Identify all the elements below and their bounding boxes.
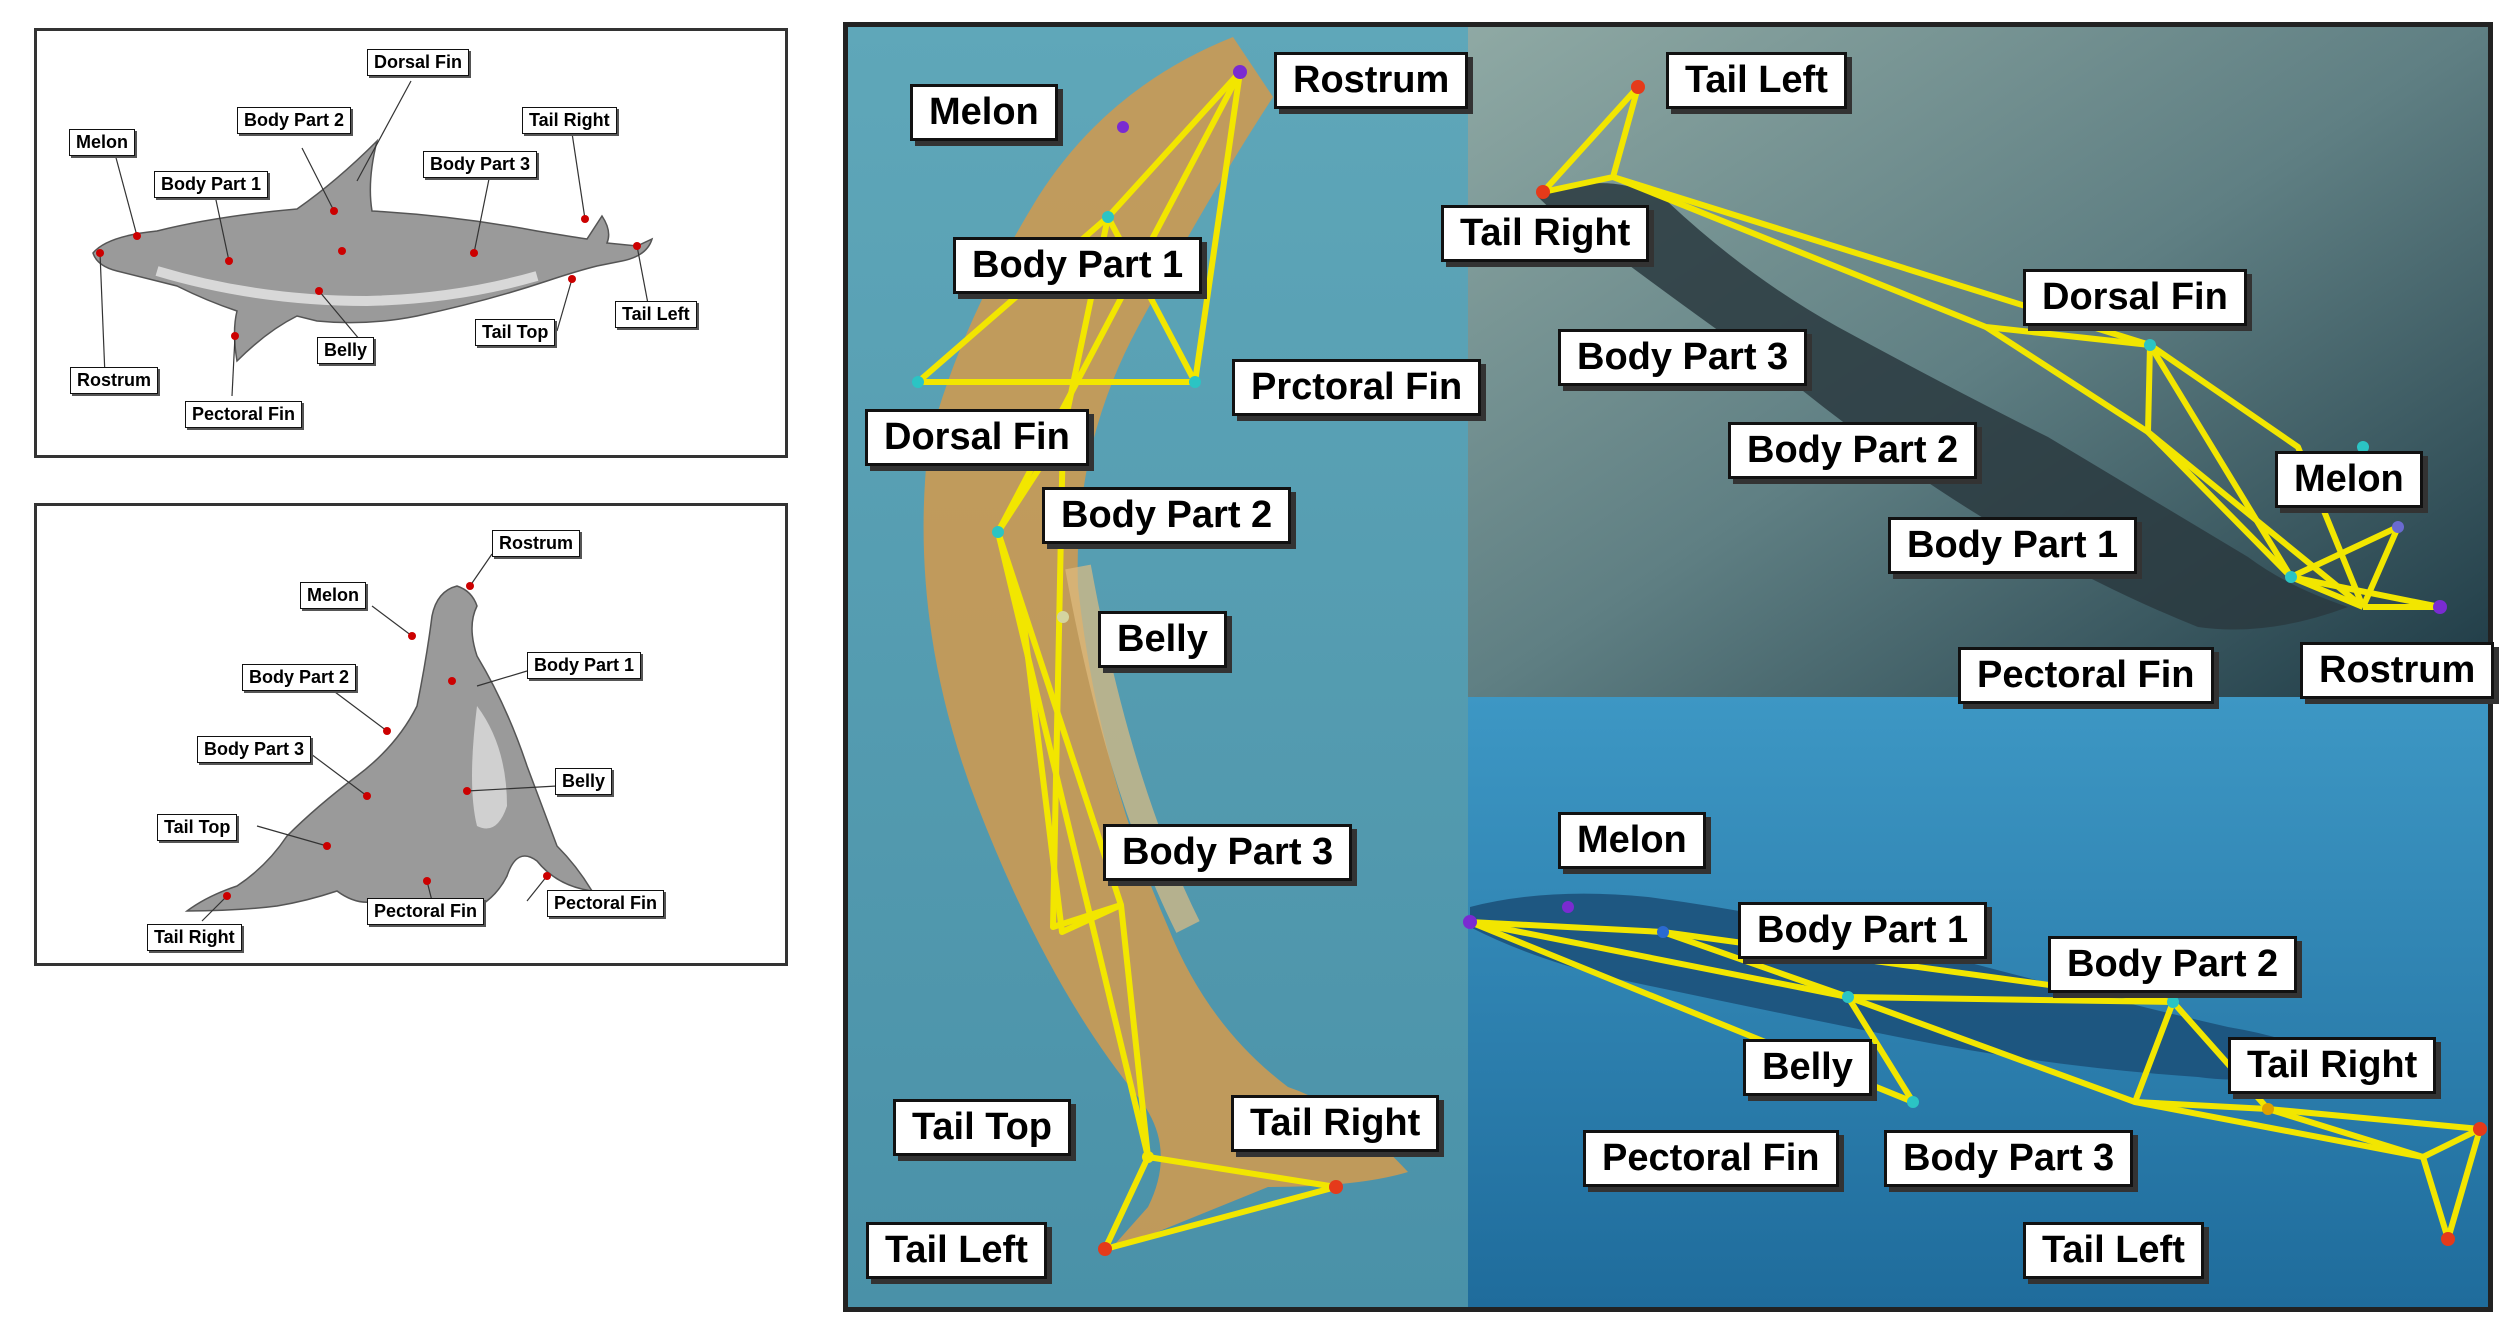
photo-label-body-part-3: Body Part 3 <box>1884 1130 2134 1187</box>
photo-label-body-part-2: Body Part 2 <box>1042 487 1292 544</box>
photo-label-body-part-1: Body Part 1 <box>1888 517 2138 574</box>
photo-label-body-part-3: Body Part 3 <box>1558 329 1808 386</box>
dolphin-illustration <box>92 80 654 397</box>
photo-label-body-part-1: Body Part 1 <box>953 237 1203 294</box>
dolphin-silhouette <box>92 138 654 363</box>
photo-label-tail-right: Tail Right <box>1441 205 1650 262</box>
label-body-part-3: Body Part 3 <box>423 151 538 178</box>
label-tail-top: Tail Top <box>475 319 556 346</box>
photo-label-tail-right: Tail Right <box>2228 1037 2437 1094</box>
photo-label-tail-left: Tail Left <box>866 1222 1047 1279</box>
label-melon: Melon <box>300 582 366 609</box>
photo-label-pectoral-fin: Pectoral Fin <box>1958 647 2214 704</box>
photo-label-tail-left: Tail Left <box>1666 52 1847 109</box>
sea-lion-illustration <box>184 553 594 922</box>
photo-label-tail-left: Tail Left <box>2023 1222 2204 1279</box>
label-belly: Belly <box>555 768 613 795</box>
dolphin-keypoint-diagram: Dorsal Fin Tail Right Melon Body Part 2 … <box>34 28 788 458</box>
photo-label-rostrum: Rostrum <box>2300 642 2495 699</box>
photo-label-melon: Melon <box>910 84 1058 141</box>
sea-lion-belly-shade <box>472 706 507 829</box>
keypoints-top-right <box>1536 80 2447 614</box>
photo-label-belly: Belly <box>1098 611 1227 668</box>
photo-label-dorsal-fin: Dorsal Fin <box>865 409 1089 466</box>
label-body-part-2: Body Part 2 <box>242 664 357 691</box>
label-dorsal-fin: Dorsal Fin <box>367 49 470 76</box>
photo-label-body-part-1: Body Part 1 <box>1738 902 1988 959</box>
photo-composite <box>848 27 2488 1307</box>
label-tail-top: Tail Top <box>157 814 238 841</box>
label-rostrum: Rostrum <box>70 367 159 394</box>
photo-label-dorsal-fin: Dorsal Fin <box>2023 269 2247 326</box>
photo-label-body-part-2: Body Part 2 <box>2048 936 2298 993</box>
photo-label-prctoral-fin: Prctoral Fin <box>1232 359 1482 416</box>
photo-label-tail-top: Tail Top <box>893 1099 1072 1156</box>
dolphin-belly-highlight-left <box>1065 564 1200 933</box>
photo-label-melon: Melon <box>1558 812 1706 869</box>
sea-lion-pointer-lines <box>201 553 558 922</box>
label-tail-right: Tail Right <box>147 924 242 951</box>
label-pectoral-fin-left: Pectoral Fin <box>367 898 485 925</box>
photo-label-melon: Melon <box>2275 451 2423 508</box>
dolphin-keypoints <box>96 207 641 340</box>
label-rostrum: Rostrum <box>492 530 581 557</box>
label-body-part-1: Body Part 1 <box>154 171 269 198</box>
keypoints-bottom-right <box>1463 901 2487 1246</box>
photo-label-rostrum: Rostrum <box>1274 52 1469 109</box>
pose-estimation-photos: Melon Rostrum Body Part 1 Prctoral Fin D… <box>843 22 2495 1312</box>
keypoints-left <box>912 65 1343 1256</box>
dolphin-body-top-right <box>1538 183 2348 630</box>
photo-label-pectoral-fin: Pectoral Fin <box>1583 1130 1839 1187</box>
label-belly: Belly <box>317 337 375 364</box>
photo-label-body-part-2: Body Part 2 <box>1728 422 1978 479</box>
label-melon: Melon <box>69 129 135 156</box>
label-pectoral-fin: Pectoral Fin <box>185 401 303 428</box>
sea-lion-keypoints <box>223 582 551 900</box>
label-tail-right: Tail Right <box>522 107 617 134</box>
dolphin-body-left <box>923 37 1408 1252</box>
label-body-part-2: Body Part 2 <box>237 107 352 134</box>
label-pectoral-fin-right: Pectoral Fin <box>547 890 665 917</box>
label-tail-left: Tail Left <box>615 301 697 328</box>
dolphin-pointer-lines <box>99 80 650 397</box>
dolphin-belly-shade <box>155 266 539 307</box>
label-body-part-3: Body Part 3 <box>197 736 312 763</box>
label-body-part-1: Body Part 1 <box>527 652 642 679</box>
sea-lion-keypoint-diagram: Rostrum Melon Body Part 1 Body Part 2 Bo… <box>34 503 788 966</box>
photo-label-belly: Belly <box>1743 1039 1872 1096</box>
photo-label-body-part-3: Body Part 3 <box>1103 824 1353 881</box>
photo-label-tail-right: Tail Right <box>1231 1095 1440 1152</box>
